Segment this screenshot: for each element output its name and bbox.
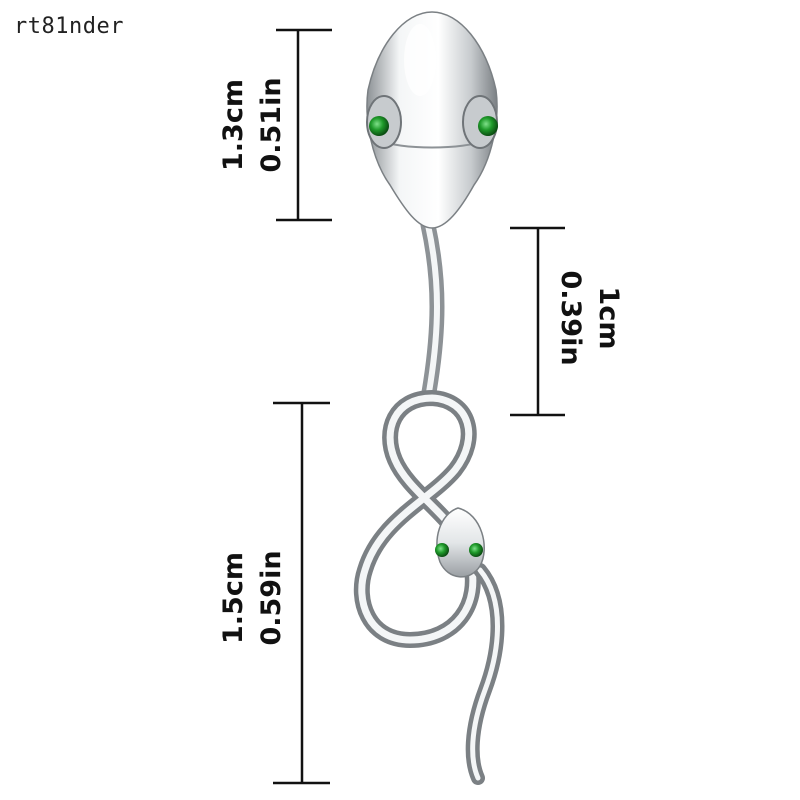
head-dimension-line [276, 28, 332, 222]
snake-dangle [353, 389, 505, 785]
gem-small-right-eye [469, 543, 483, 557]
watermark-text: rt81nder [14, 14, 124, 39]
dangle-size-cm: 1.5cm [218, 552, 249, 644]
head-size-cm: 1.3cm [218, 79, 249, 171]
bar-size-cm: 1cm [593, 287, 624, 350]
bar-dimension-line [510, 226, 565, 417]
gem-small-left-eye [435, 543, 449, 557]
head-size-inch: 0.51in [256, 77, 287, 172]
gem-right-eye [478, 116, 498, 136]
dangle-dimension-line [273, 401, 330, 785]
bar-size-inch: 0.39in [555, 270, 586, 365]
gem-left-eye [369, 116, 389, 136]
dangle-size-inch: 0.59in [256, 550, 287, 645]
